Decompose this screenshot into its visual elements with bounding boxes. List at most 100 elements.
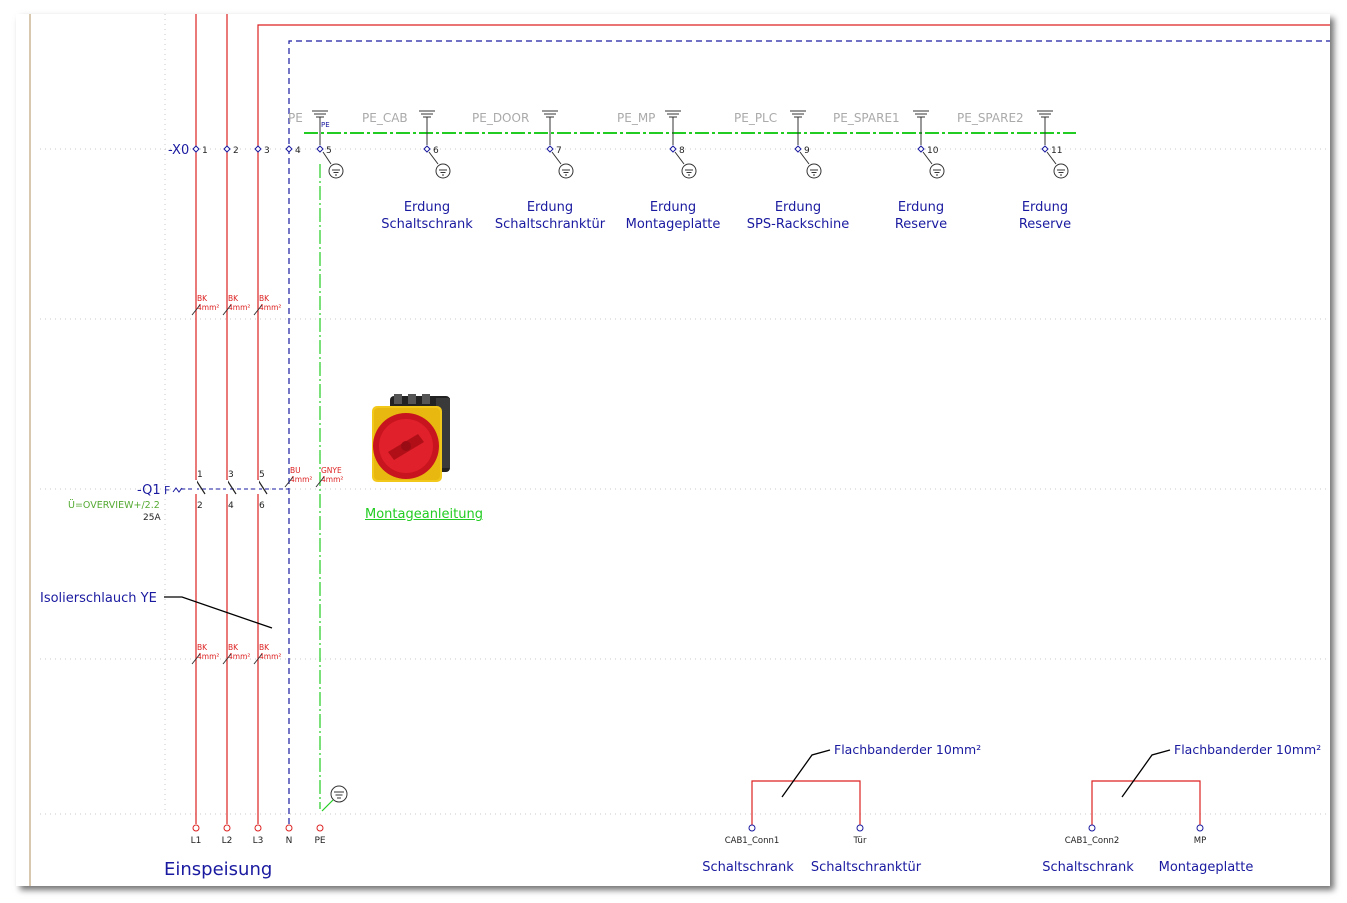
svg-text:BK: BK	[259, 643, 270, 652]
insulation-note: Isolierschlauch YE	[40, 591, 157, 606]
strap-desc-left: Schaltschrank	[702, 860, 794, 875]
svg-text:Erdung: Erdung	[527, 200, 573, 215]
pe-connection-pe-mp[interactable]: PE_MP	[617, 110, 681, 145]
earth-icon	[929, 163, 945, 179]
pe-connection-pe-door[interactable]: PE_DOOR	[472, 110, 558, 145]
terminal-x0-8[interactable]: 8	[669, 145, 697, 179]
switch-reference[interactable]: Ü=OVERVIEW+/2.2	[68, 500, 160, 511]
terminal-x0-10[interactable]: 10	[917, 145, 945, 179]
strap-label: Flachbanderder 10mm²	[1174, 742, 1321, 757]
supply-terminal-pe[interactable]: PE	[314, 824, 326, 846]
svg-text:N: N	[286, 836, 293, 846]
pe-label: PE_SPARE2	[957, 111, 1024, 125]
terminal-x0-4[interactable]: 4	[285, 145, 301, 156]
pe-connection-pe-plc[interactable]: PE_PLC	[734, 110, 806, 145]
switch-pin-top: 1	[197, 470, 203, 480]
strap-leader	[781, 749, 831, 798]
earth-icon	[1053, 163, 1069, 179]
terminal-strip-label: -X0	[168, 143, 189, 158]
switch-rating: 25A	[143, 513, 161, 523]
pe-connection-pe-spare1[interactable]: PE_SPARE1	[833, 110, 929, 145]
svg-text:Montageplatte: Montageplatte	[626, 217, 721, 232]
supply-terminal-l2[interactable]: L2	[222, 824, 233, 846]
svg-text:4mm²: 4mm²	[290, 475, 312, 484]
pe-label: PE	[288, 111, 303, 125]
svg-text:Erdung: Erdung	[1022, 200, 1068, 215]
terminal-number: 1	[202, 146, 208, 156]
switch-contact	[257, 479, 268, 495]
svg-text:L1: L1	[191, 836, 202, 846]
svg-text:Reserve: Reserve	[895, 217, 947, 232]
supply-terminal-n[interactable]: N	[285, 824, 293, 846]
switch-pin-bottom: 2	[197, 501, 203, 511]
pe-label: PE_DOOR	[472, 111, 529, 125]
pe-connection-pe[interactable]: PE	[288, 110, 328, 145]
strap-desc-right: Montageplatte	[1159, 860, 1254, 875]
strap-conn-right: Tür	[853, 836, 867, 846]
svg-text:4mm²: 4mm²	[321, 475, 343, 484]
svg-text:BK: BK	[259, 294, 270, 303]
terminal-x0-11[interactable]: 11	[1041, 145, 1069, 179]
terminal-number: 8	[679, 146, 685, 156]
pe-connection-pe-spare2[interactable]: PE_SPARE2	[957, 110, 1053, 145]
switch-label: -Q1	[137, 483, 161, 498]
svg-text:4mm²: 4mm²	[197, 652, 219, 661]
manual-link[interactable]: Montageanleitung	[365, 507, 483, 522]
supply-title: Einspeisung	[164, 859, 272, 880]
pe-symbol-tag: PE	[321, 121, 330, 129]
schematic-canvas: -X0 1 2 3 4 5 PE PE_CAB PE_DOOR PE_MP PE_PLC PE_S…	[29, 14, 1330, 886]
terminal-x0-6[interactable]: 6	[423, 145, 451, 179]
svg-text:L2: L2	[222, 836, 233, 846]
strap-label: Flachbanderder 10mm²	[834, 742, 981, 757]
terminal-number: 4	[295, 146, 301, 156]
pe-label: PE_CAB	[362, 111, 408, 125]
strap-conn-right: MP	[1194, 836, 1206, 846]
pe-label: PE_SPARE1	[833, 111, 900, 125]
insulation-leader	[164, 596, 273, 629]
svg-text:Reserve: Reserve	[1019, 217, 1071, 232]
terminal-number: 11	[1051, 146, 1062, 156]
switch-pin-bottom: 6	[259, 501, 265, 511]
rotary-switch-icon	[372, 394, 450, 482]
earth-icon	[558, 163, 574, 179]
earth-icon	[806, 163, 822, 179]
supply-terminal-l1[interactable]: L1	[191, 824, 202, 846]
terminal-x0-5[interactable]: 5	[316, 145, 332, 156]
supply-terminal-l3[interactable]: L3	[253, 824, 264, 846]
terminal-x0-1[interactable]: 1	[192, 145, 208, 156]
terminal-x0-9[interactable]: 9	[794, 145, 822, 179]
svg-text:L3: L3	[253, 836, 264, 846]
strap-desc-left: Schaltschrank	[1042, 860, 1134, 875]
terminal-number: 10	[927, 146, 939, 156]
pe-connection-pe-cab[interactable]: PE_CAB	[362, 110, 435, 145]
svg-text:GNYE: GNYE	[321, 466, 342, 475]
terminal-number: 3	[264, 146, 270, 156]
switch-pin-bottom: 4	[228, 501, 234, 511]
svg-text:PE: PE	[314, 836, 325, 846]
svg-text:BK: BK	[228, 294, 239, 303]
terminal-number: 9	[804, 146, 810, 156]
terminal-number: 2	[233, 146, 239, 156]
switch-product-image[interactable]	[364, 394, 460, 488]
svg-text:Erdung: Erdung	[650, 200, 696, 215]
terminal-x0-2[interactable]: 2	[223, 145, 239, 156]
switch-pin-top: 5	[259, 470, 265, 480]
svg-text:4mm²: 4mm²	[259, 303, 281, 312]
terminal-x0-3[interactable]: 3	[254, 145, 270, 156]
terminal-x0-7[interactable]: 7	[546, 145, 574, 179]
switch-f-label: F	[164, 484, 170, 497]
